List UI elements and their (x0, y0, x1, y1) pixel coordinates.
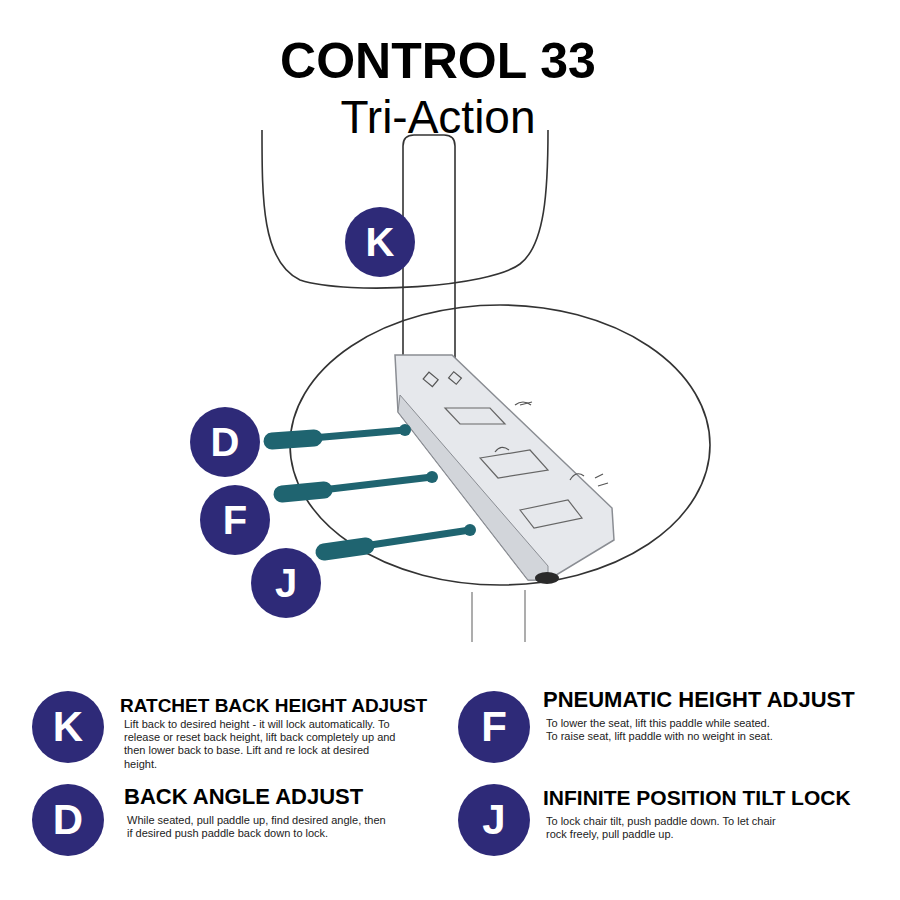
diagram-title: CONTROL 33 (0, 36, 876, 86)
callout-circle: J (251, 548, 321, 618)
control-description: While seated, pull paddle up, find desir… (127, 814, 392, 840)
callout-circle: FPNEUMATIC HEIGHT ADJUSTTo lower the sea… (458, 691, 530, 763)
control-heading: PNEUMATIC HEIGHT ADJUST (543, 688, 855, 711)
control-heading: RATCHET BACK HEIGHT ADJUST (120, 696, 427, 716)
callout-circle: K (345, 207, 415, 277)
paddles (272, 424, 476, 552)
control-description: To lock chair tilt, push paddle down. To… (546, 815, 791, 841)
callout-circle: F (200, 485, 270, 555)
subtitle: Tri-Action (0, 94, 876, 140)
control-heading: INFINITE POSITION TILT LOCK (543, 787, 851, 809)
callout-letter: J (482, 799, 505, 841)
callout-letter: K (366, 222, 395, 262)
control-description: To lower the seat, lift this paddle whil… (546, 717, 781, 743)
callout-letter: D (211, 422, 240, 462)
callout-circle: KRATCHET BACK HEIGHT ADJUSTLift back to … (32, 691, 104, 763)
callout-letter: D (53, 799, 83, 841)
callout-letter: F (223, 500, 247, 540)
callout-letter: K (53, 706, 83, 748)
control-heading: BACK ANGLE ADJUST (124, 785, 363, 808)
callout-circle: D (190, 407, 260, 477)
callout-letter: J (275, 563, 297, 603)
control-description: Lift back to desired height - it will lo… (124, 718, 396, 771)
callout-circle: DBACK ANGLE ADJUSTWhile seated, pull pad… (32, 784, 104, 856)
mechanism (395, 355, 614, 584)
gas-column (471, 592, 473, 642)
callout-letter: F (481, 706, 507, 748)
backrest-outline (262, 130, 548, 288)
gas-column (524, 590, 526, 642)
seat-outline (290, 305, 710, 585)
callout-circle: JINFINITE POSITION TILT LOCKTo lock chai… (458, 784, 530, 856)
